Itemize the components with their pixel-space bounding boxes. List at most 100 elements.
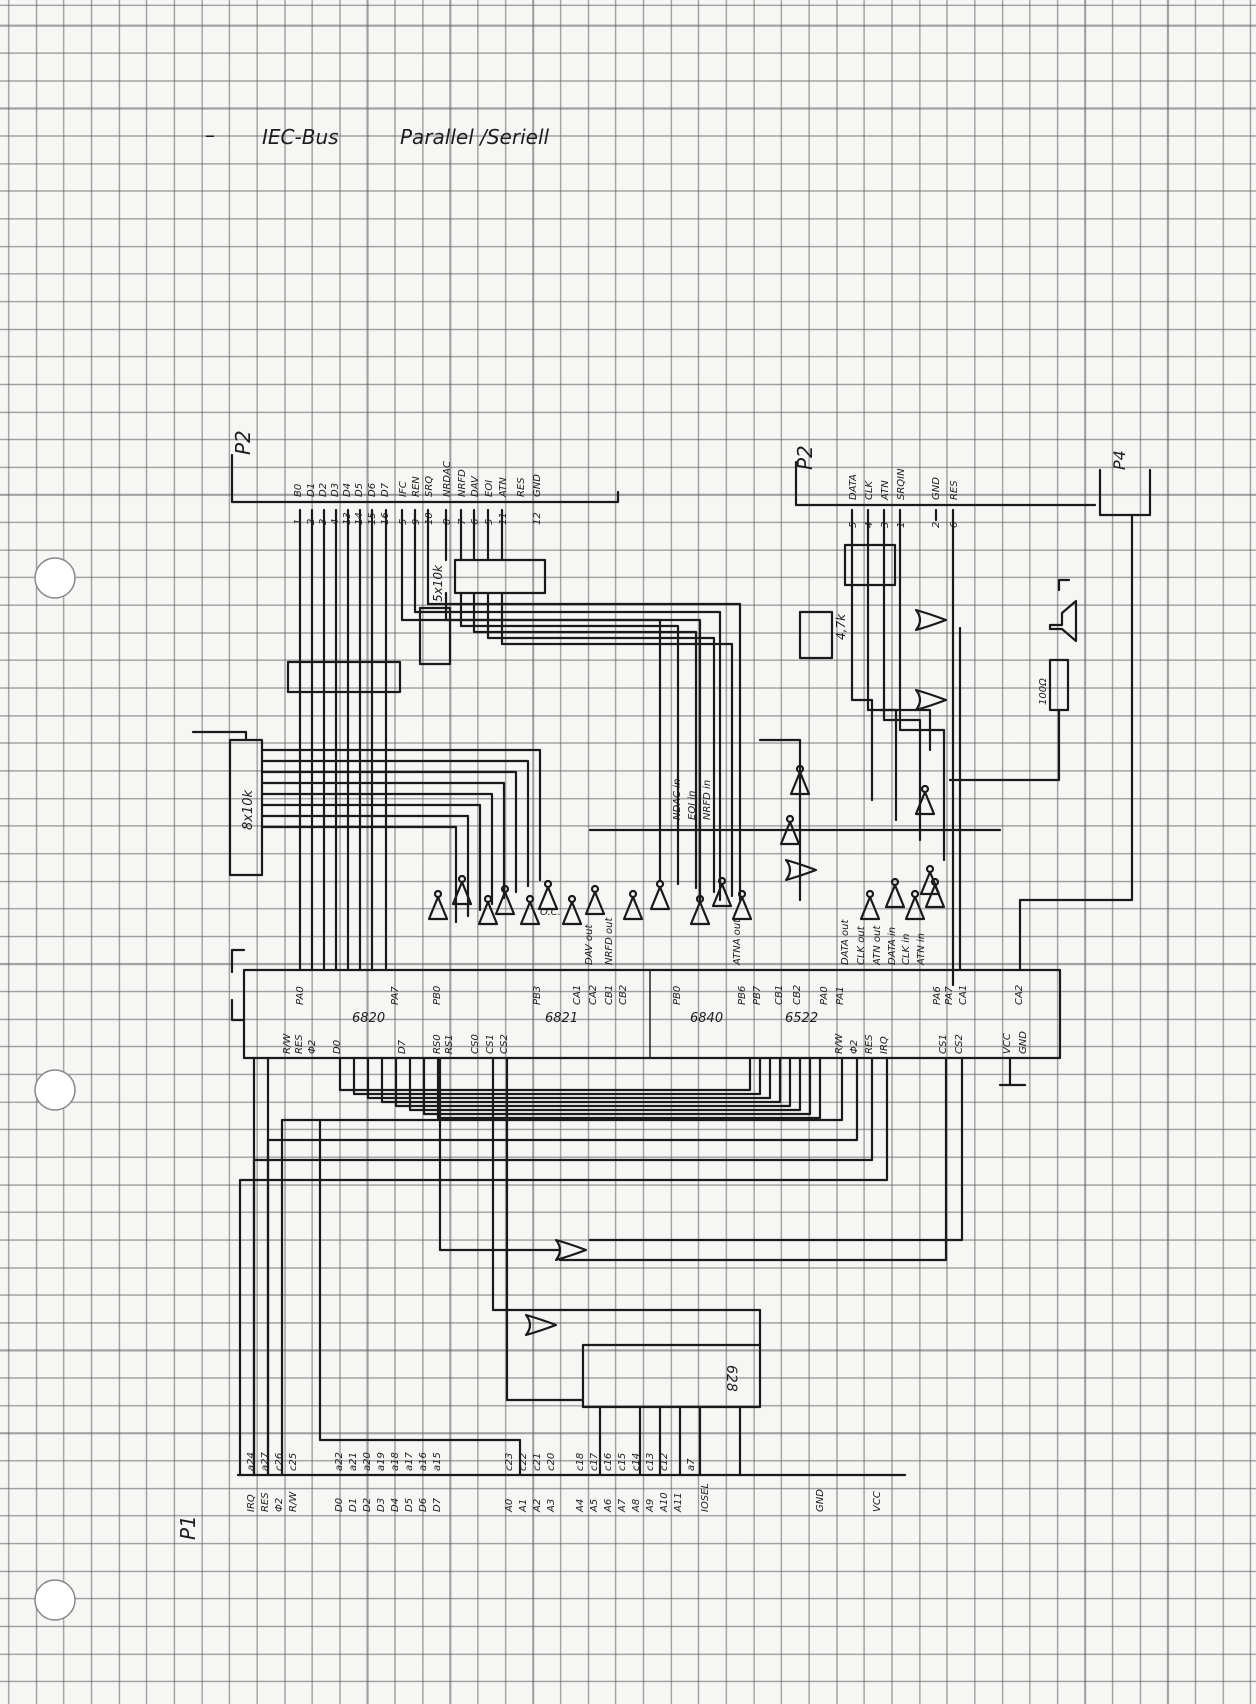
pin-label-nrfd: NRFD [457,469,468,497]
inverter-bubble-icon [910,889,920,899]
inverter-bubble-icon [920,784,930,794]
inverter-bubble-icon [890,877,900,887]
chip-pin-label: D0 [332,1040,343,1054]
chip-pin-label: PB0 [672,986,683,1005]
buffer-gate-icon [689,900,711,926]
pin-label-res: RES [949,480,960,500]
connector-p2-parallel: P2 B01D12D23D34D413D514D615D716IFC5REN9S… [230,430,620,525]
p1-signal-label: D3 [376,1498,387,1512]
pin-label-data: DATA [848,474,859,500]
wire [998,1056,1027,1087]
pin-number: 9 [411,519,422,525]
p1-pin-number: a15 [432,1452,443,1471]
chip-pin-label: RS0 [432,1034,443,1054]
p1-pin-number: c23 [504,1453,515,1471]
chip-pin-label: CA2 [1014,985,1025,1005]
signal-label: DATA in [887,927,898,965]
p1-signal-label: A11 [673,1492,684,1513]
p1-pin-number: c15 [617,1453,628,1471]
p1-pin-number: c25 [288,1453,299,1471]
pin-label-d6: D6 [367,483,378,497]
pin-label-d2: D2 [318,483,329,497]
buffer-gate-icon [451,880,473,906]
buffer-gate-icon [537,885,559,911]
wire [260,770,518,894]
pin-label-srqin: SRQIN [896,468,907,500]
chip-rom-label: 628 [723,1365,739,1392]
pin-label-ifc: IFC [398,481,409,497]
wire [280,1056,844,1477]
or-gate-icon [524,1313,558,1337]
chip-pin-label: CS2 [954,1034,965,1054]
chip-pin-label: PA6 [932,986,943,1005]
or-gate-icon [554,1238,588,1262]
pin-number: 7 [457,518,468,525]
chip-pin-label: CB2 [618,985,629,1005]
p1-pin-number: c26 [274,1453,285,1471]
p1-signal-label: D7 [432,1497,443,1512]
inverter-bubble-icon [785,814,795,824]
connector-p4: P4 [1098,450,1152,517]
inverter-bubble-icon [865,889,875,899]
wire [948,708,1061,782]
wire [238,1056,889,1477]
buffer-gate-icon [924,883,946,909]
signal-label: DAV out [584,923,595,965]
p1-signal-label: R/W [288,1491,299,1512]
wire [505,1056,585,1402]
pin-number: 4 [864,522,875,528]
connector-label: P2 [231,430,255,455]
pin-number: 10 [424,512,435,525]
pin-label-d7: D7 [380,482,391,497]
chip-pin-label: R/W [834,1033,845,1054]
resistor-array-serial: 4,7k [798,543,897,660]
wire [352,1056,762,1096]
pin-label-eoi: EOI [484,480,495,497]
punch-hole [34,1069,76,1111]
wire [459,508,680,886]
wire [260,759,530,888]
chip-pin-label: VCC [1002,1033,1013,1054]
p1-pin-number: a17 [404,1452,415,1471]
chip-pin-label: D7 [397,1039,408,1054]
chip-pin-label: CS1 [938,1034,949,1054]
connector-label: P1 [176,1515,200,1540]
wire [422,1056,812,1116]
buffer-gate-icon [711,882,733,908]
p1-pin-number: c17 [589,1452,600,1471]
buffer-gate-icon [649,885,671,911]
chip-pin-label: CA1 [958,985,969,1005]
buffer-gate-icon [859,895,881,921]
wire [486,508,716,894]
p1-pin-number: a19 [376,1452,387,1471]
p1-pin-number: a27 [260,1452,271,1471]
wire [500,508,734,898]
pin-number: 12 [532,512,543,525]
pin-label-dav: DAV [470,475,481,497]
p1-signal-label: D1 [348,1498,359,1512]
p1-signal-label: IRQ [246,1494,257,1512]
pin-label-atn: ATN [498,477,509,498]
signal-label: ATN out [872,925,883,966]
p1-signal-label: RES [260,1492,271,1512]
p1-signal-label: A5 [589,1499,600,1513]
resistor-label: 100Ω [1038,678,1049,705]
pin-label-clk: CLK [864,479,875,500]
p1-signal-label: D0 [334,1498,345,1512]
inverter-bubble-icon [567,894,577,904]
wire [472,508,698,890]
wire [260,814,470,918]
buffer-gate-icon [731,895,753,921]
p1-pin-number: c21 [532,1453,543,1471]
chip-pin-label: CA1 [572,985,583,1005]
p1-signal-label: A2 [532,1499,543,1513]
signal-label: EOI in [687,791,698,820]
p1-pin-number: c13 [645,1453,656,1471]
p1-signal-label: D5 [404,1498,415,1512]
pin-number: 1 [293,519,304,525]
chip-pia3: 6840 [690,1011,723,1026]
buffer-gate-icon [427,895,449,921]
